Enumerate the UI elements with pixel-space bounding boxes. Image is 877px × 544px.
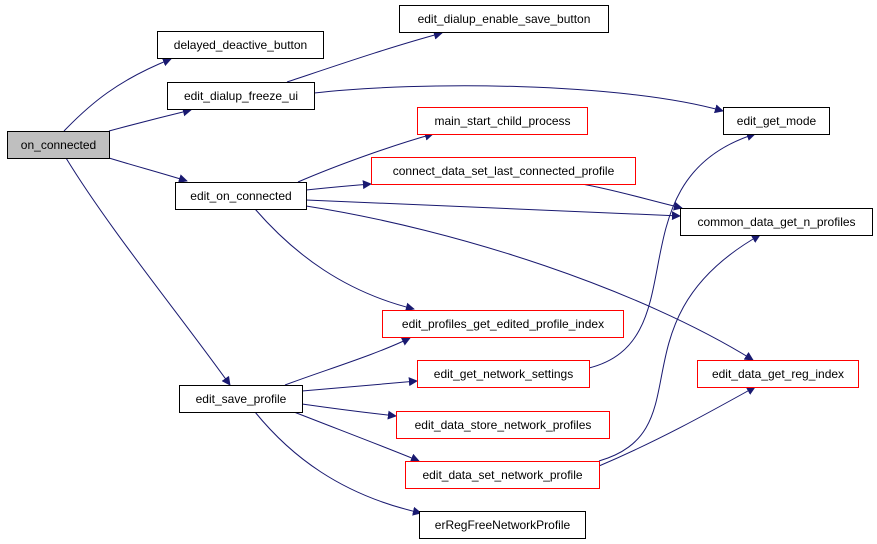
node-label: edit_profiles_get_edited_profile_index — [402, 317, 604, 331]
node-label: common_data_get_n_profiles — [697, 215, 855, 229]
node-box — [680, 208, 873, 236]
node-delayed-deactive-button[interactable]: delayed_deactive_button — [157, 31, 324, 59]
node-label: edit_on_connected — [190, 189, 291, 203]
edge-edit-data-set-network-profile-to-common-data-get-n-profiles — [598, 234, 761, 462]
node-box — [7, 131, 110, 159]
node-box — [167, 82, 315, 110]
node-box — [723, 107, 830, 135]
node-label: connect_data_set_last_connected_profile — [393, 164, 615, 178]
nodes-layer: on_connected delayed_deactive_button edit_… — [7, 5, 873, 539]
node-label: edit_save_profile — [196, 392, 287, 406]
node-edit-get-network-settings[interactable]: edit_get_network_settings — [417, 360, 590, 388]
node-label: edit_get_mode — [737, 114, 817, 128]
node-edit-dialup-freeze-ui[interactable]: edit_dialup_freeze_ui — [167, 82, 315, 110]
node-box — [399, 5, 609, 33]
edge-edit-on-connected-to-main-start-child-process — [297, 131, 434, 183]
node-label: delayed_deactive_button — [174, 38, 307, 52]
node-box — [157, 31, 324, 59]
edge-edit-save-profile-to-erRegFreeNetworkProfile — [254, 411, 422, 516]
node-edit-data-store-network-profiles[interactable]: edit_data_store_network_profiles — [396, 411, 610, 439]
edge-on-connected-to-delayed-deactive-button — [63, 57, 172, 132]
edge-on-connected-to-edit-save-profile — [65, 157, 231, 386]
node-label: edit_data_store_network_profiles — [415, 418, 592, 432]
edges-layer — [63, 30, 761, 516]
node-erRegFreeNetworkProfile[interactable]: erRegFreeNetworkProfile — [419, 511, 586, 539]
node-box — [371, 157, 636, 185]
node-label: erRegFreeNetworkProfile — [435, 518, 571, 532]
edge-edit-save-profile-to-edit-get-network-settings — [301, 377, 418, 392]
node-label: edit_dialup_freeze_ui — [184, 89, 298, 103]
node-box — [419, 511, 586, 539]
node-edit-on-connected[interactable]: edit_on_connected — [175, 182, 307, 210]
node-label: edit_dialup_enable_save_button — [418, 12, 591, 26]
edge-edit-dialup-freeze-ui-to-edit-get-mode — [313, 85, 724, 114]
edge-edit-on-connected-to-edit-profiles-get-edited-profile-index — [254, 208, 415, 312]
node-on-connected[interactable]: on_connected — [7, 131, 110, 159]
edge-edit-save-profile-to-edit-profiles-get-edited-profile-index — [284, 337, 411, 386]
node-box — [405, 461, 600, 489]
node-edit-data-set-network-profile[interactable]: edit_data_set_network_profile — [405, 461, 600, 489]
edge-edit-dialup-freeze-ui-to-edit-dialup-enable-save-button — [286, 30, 443, 83]
edge-edit-data-set-network-profile-to-edit-data-get-reg-index — [598, 386, 756, 467]
node-box — [697, 360, 859, 388]
node-label: edit_data_get_reg_index — [712, 367, 844, 381]
node-box — [396, 411, 610, 439]
node-common-data-get-n-profiles[interactable]: common_data_get_n_profiles — [680, 208, 873, 236]
node-label: edit_get_network_settings — [434, 367, 573, 381]
edge-connect-data-set-last-connected-profile-to-common-data-get-n-profiles — [581, 183, 683, 211]
node-connect-data-set-last-connected-profile[interactable]: connect_data_set_last_connected_profile — [371, 157, 636, 185]
edge-edit-on-connected-to-edit-data-get-reg-index — [305, 205, 754, 361]
edge-edit-on-connected-to-common-data-get-n-profiles — [305, 199, 681, 221]
edge-on-connected-to-edit-dialup-freeze-ui — [108, 107, 192, 132]
node-box — [417, 360, 590, 388]
edge-on-connected-to-edit-on-connected — [108, 157, 188, 183]
node-label: main_start_child_process — [434, 114, 570, 128]
node-edit-profiles-get-edited-profile-index[interactable]: edit_profiles_get_edited_profile_index — [382, 310, 624, 338]
node-box — [382, 310, 624, 338]
edge-edit-on-connected-to-connect-data-set-last-connected-profile — [305, 180, 372, 191]
node-main-start-child-process[interactable]: main_start_child_process — [417, 107, 588, 135]
node-box — [179, 385, 303, 413]
edge-edit-get-network-settings-to-edit-get-mode — [588, 132, 756, 369]
edge-edit-save-profile-to-edit-data-store-network-profiles — [301, 403, 397, 420]
node-edit-dialup-enable-save-button[interactable]: edit_dialup_enable_save_button — [399, 5, 609, 33]
node-label: on_connected — [21, 138, 96, 152]
node-label: edit_data_set_network_profile — [422, 468, 582, 482]
edge-edit-save-profile-to-edit-data-set-network-profile — [293, 411, 420, 463]
node-box — [417, 107, 588, 135]
node-edit-data-get-reg-index[interactable]: edit_data_get_reg_index — [697, 360, 859, 388]
node-box — [175, 182, 307, 210]
node-edit-save-profile[interactable]: edit_save_profile — [179, 385, 303, 413]
node-edit-get-mode[interactable]: edit_get_mode — [723, 107, 830, 135]
